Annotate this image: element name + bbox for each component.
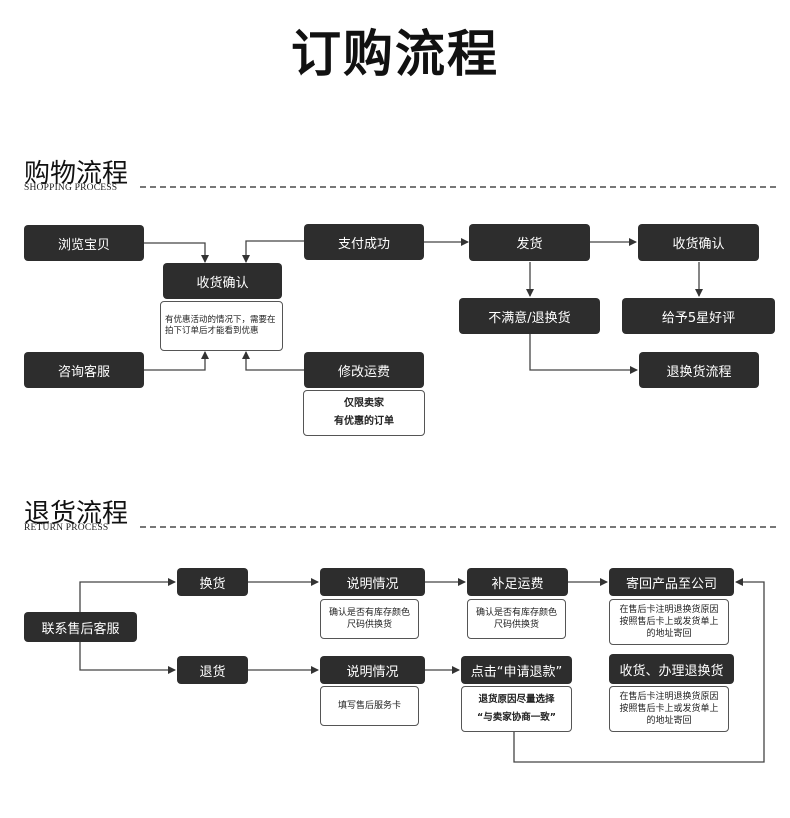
return-section-subtitle: RETURN PROCESS [24, 523, 109, 533]
explain1-box: 说明情况 [320, 568, 425, 596]
arrow-paid-to-confirm [242, 240, 304, 263]
confirm-receipt-note: 有优惠活动的情况下，需要在拍下订单后才能看到优惠 [160, 301, 283, 351]
arrow-loop-to-sendback [513, 578, 765, 763]
send-back-box: 寄回产品至公司 [609, 568, 734, 596]
modify-shipping-box: 修改运费 [304, 352, 424, 388]
arrow-browse-to-confirm [144, 242, 209, 263]
explain2-note: 填写售后服务卡 [320, 686, 419, 726]
browse-box: 浏览宝贝 [24, 225, 144, 261]
five-star-box: 给予5星好评 [622, 298, 775, 334]
page-title: 订购流程 [291, 25, 499, 83]
return-flow-box: 退换货流程 [639, 352, 759, 388]
arrow-unsatisfied-to-returnflow [529, 334, 638, 374]
return-divider [140, 526, 776, 528]
shopping-divider [140, 186, 776, 188]
pay-shipping-box: 补足运费 [467, 568, 568, 596]
pay-shipping-note: 确认是否有库存颜色 尺码供换货 [467, 599, 566, 639]
modify-shipping-note: 仅限卖家 有优惠的订单 [303, 390, 425, 436]
refund-box: 退货 [177, 656, 248, 684]
consult-box: 咨询客服 [24, 352, 144, 388]
apply-refund-box: 点击“申请退款” [461, 656, 572, 684]
received-confirm-box: 收货确认 [638, 224, 759, 261]
send-back-note: 在售后卡注明退换货原因 按照售后卡上或发货单上 的地址寄回 [609, 599, 729, 645]
arrow-modify-to-confirm [242, 351, 304, 371]
explain2-box: 说明情况 [320, 656, 425, 684]
arrow-consult-to-confirm [144, 351, 209, 371]
return-section-title: 退货流程 [24, 499, 129, 529]
arrow-contact-to-exchange [79, 578, 176, 612]
exchange-box: 换货 [177, 568, 248, 596]
receive-process-note: 在售后卡注明退换货原因 按照售后卡上或发货单上 的地址寄回 [609, 686, 729, 732]
confirm-receipt-box: 收货确认 [163, 263, 282, 299]
shopping-section-subtitle: SHOPPING PROCESS [24, 183, 118, 193]
paid-box: 支付成功 [304, 224, 424, 260]
contact-service-box: 联系售后客服 [24, 612, 137, 642]
ship-box: 发货 [469, 224, 590, 261]
explain1-note: 确认是否有库存颜色 尺码供换货 [320, 599, 419, 639]
arrow-contact-to-refund [79, 642, 176, 674]
unsatisfied-box: 不满意/退换货 [459, 298, 600, 334]
shopping-section-title: 购物流程 [24, 159, 129, 189]
receive-process-box: 收货、办理退换货 [609, 654, 734, 684]
apply-refund-note: 退货原因尽量选择 “与卖家协商一致” [461, 686, 572, 732]
